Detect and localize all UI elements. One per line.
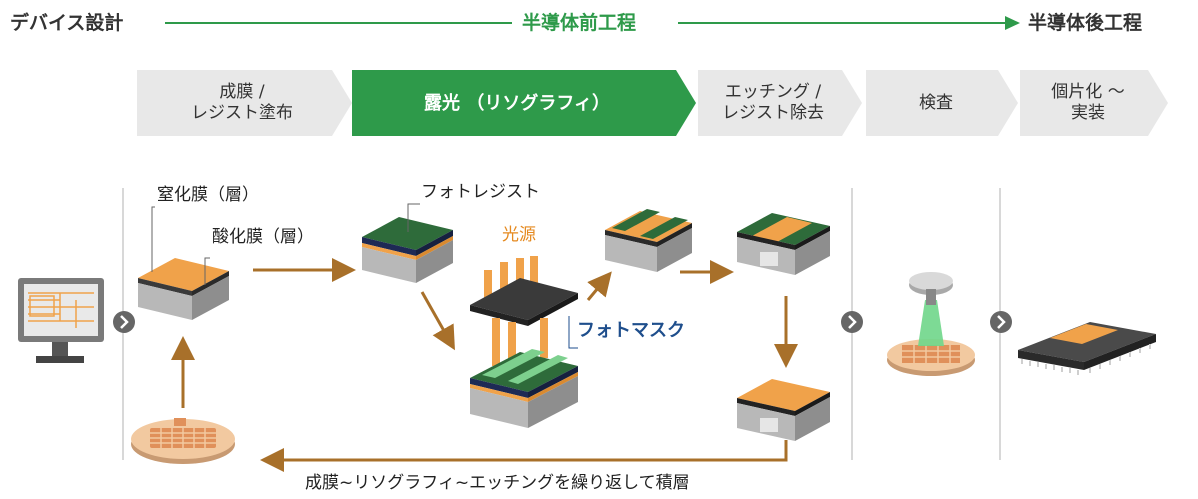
header-device-design: デバイス設計 xyxy=(10,12,124,34)
photomask-leader xyxy=(568,316,578,349)
stage-lithography-line1: 露光 （リソグラフィ） xyxy=(424,92,610,114)
stage-deposition: 成膜 /レジスト塗布 xyxy=(137,70,347,136)
stage-packaging-line2: 実装 xyxy=(1071,103,1105,123)
stage-chevron-4 xyxy=(866,70,1018,136)
header-back-end: 半導体後工程 xyxy=(1028,12,1143,34)
oxide-leader xyxy=(204,257,210,285)
chevron-circle-2 xyxy=(841,311,863,333)
inspection-probe-icon xyxy=(887,272,975,376)
stage-etching: エッチング /レジスト除去 xyxy=(698,70,848,136)
stage-etching-line2: レジスト除去 xyxy=(722,103,824,123)
label-oxide: 酸化膜（層） xyxy=(212,227,314,247)
stage-etching-line1: エッチング / xyxy=(724,82,822,102)
header-arrow-head xyxy=(1005,16,1020,30)
label-photoresist: フォトレジスト xyxy=(421,182,540,202)
stage-packaging: 個片化 ～実装 xyxy=(1020,70,1156,136)
label-loop: 成膜~リソグラフィ~エッチングを繰り返して積層 xyxy=(305,473,690,493)
label-light-source: 光源 xyxy=(502,225,536,245)
stage-chevron-5 xyxy=(1020,70,1168,136)
arrow-exposed-to-developed xyxy=(586,271,612,301)
packaged-chip-icon xyxy=(1018,322,1156,375)
monitor-icon xyxy=(18,278,104,363)
label-nitride: 窒化膜（層） xyxy=(157,185,259,205)
nitride-leader xyxy=(151,206,155,272)
stage-packaging-line1: 個片化 ～ xyxy=(1051,82,1125,102)
arrow-resist-to-exposed xyxy=(420,291,455,351)
stage-inspection-line1: 検査 xyxy=(919,92,953,113)
wafer-block-developed xyxy=(605,209,692,272)
stage-chevron-2 xyxy=(352,70,696,136)
arrow-loop-back xyxy=(260,440,788,472)
stage-deposition-line2: レジスト塗布 xyxy=(191,103,293,123)
header-front-end: 半導体前工程 xyxy=(522,12,637,34)
wafer-block-resist-removed xyxy=(737,379,830,441)
wafer-block-exposed xyxy=(470,349,578,428)
stage-chevron-3 xyxy=(698,70,862,136)
photomask-assembly xyxy=(470,256,578,366)
chevron-circle-3 xyxy=(990,311,1012,333)
wafer-block-etched xyxy=(737,213,830,275)
stage-chevron-1 xyxy=(137,70,352,136)
wafer-block-deposition xyxy=(138,258,229,320)
stage-inspection: 検査 xyxy=(866,70,1006,136)
stage-deposition-line1: 成膜 / xyxy=(219,82,265,102)
flow-arrows xyxy=(171,258,798,472)
wafer-block-resist xyxy=(362,217,453,283)
stage-lithography: 露光 （リソグラフィ） xyxy=(352,70,682,136)
chevron-circle-1 xyxy=(113,311,135,333)
photoresist-leader xyxy=(407,203,420,232)
wafer-disc-icon xyxy=(131,418,235,464)
label-photomask: フォトマスク xyxy=(577,320,685,341)
